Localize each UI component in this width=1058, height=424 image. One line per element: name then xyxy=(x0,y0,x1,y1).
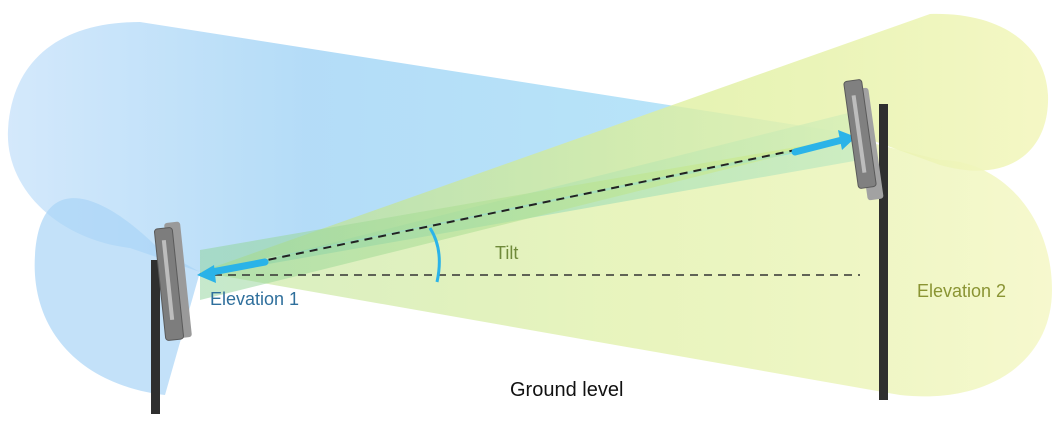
antenna-radio-icon xyxy=(153,221,192,341)
arrow-to-elevation-2 xyxy=(791,130,856,156)
blue-upper-lobe xyxy=(7,22,860,272)
elevation-1-mast xyxy=(151,221,192,414)
tilt-label: Tilt xyxy=(495,243,519,263)
elevation-1-label: Elevation 1 xyxy=(210,289,300,309)
tilt-line xyxy=(199,136,859,275)
green-upper-lobe xyxy=(200,13,1049,272)
tilt-angle-arc xyxy=(428,227,441,283)
right-pole xyxy=(879,104,888,400)
green-beam-pattern xyxy=(200,13,1052,397)
left-pole xyxy=(151,260,160,414)
ground-level-label: Ground level xyxy=(510,379,624,401)
green-main-beam xyxy=(200,136,860,300)
arrow-to-elevation-1 xyxy=(197,258,269,283)
antenna-radio-icon xyxy=(843,79,884,201)
green-lower-lobe xyxy=(200,140,1052,397)
elevation-2-label: Elevation 2 xyxy=(917,281,1007,301)
elevation-2-mast xyxy=(843,79,888,400)
